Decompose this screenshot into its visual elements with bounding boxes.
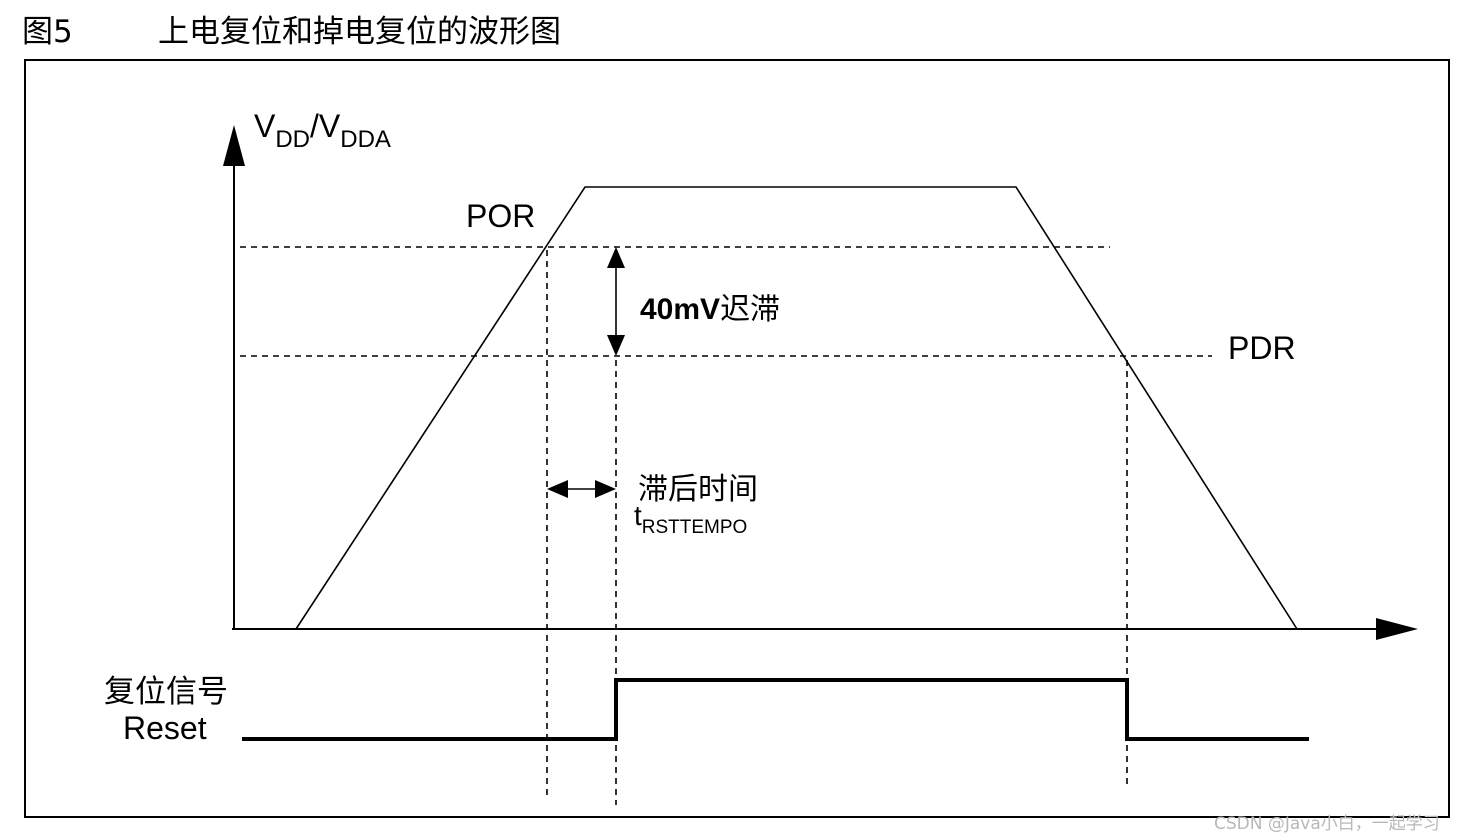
x-axis-arrow [1376, 618, 1418, 640]
hysteresis-text: 迟滞 [720, 292, 781, 327]
por-label: POR [466, 198, 536, 234]
pdr-label: PDR [1228, 330, 1296, 366]
figure-title: 上电复位和掉电复位的波形图 [158, 14, 561, 50]
delay-symbol-sub: RSTTEMPO [641, 517, 748, 538]
delay-arrow-right [595, 480, 616, 498]
hysteresis-arrow-up [607, 247, 625, 268]
y-axis-label: VDD/VDDA [254, 108, 391, 153]
y-axis-label-main: V [254, 108, 276, 144]
hysteresis-value: 40mV [640, 293, 721, 326]
hysteresis-label: 40mV迟滞 [640, 284, 780, 328]
hysteresis-arrow-down [607, 335, 625, 356]
watermark: CSDN @Java小白，一起学习 [1214, 814, 1440, 834]
y-axis-arrow [223, 125, 245, 166]
reset-waveform [242, 678, 1309, 741]
delay-label: 滞后时间 [638, 472, 758, 507]
y-axis-label-sub2: DDA [340, 126, 391, 153]
figure-number: 图5 [22, 14, 73, 50]
delay-symbol-main: t [634, 500, 642, 531]
vdd-waveform [295, 186, 1298, 630]
reset-label-cn: 复位信号 [104, 674, 228, 710]
delay-arrow-left [547, 480, 568, 498]
diagram-frame [24, 59, 1450, 818]
reset-label-en: Reset [123, 710, 207, 746]
y-axis-label-sep: /V [310, 108, 341, 144]
delay-symbol: tRSTTEMPO [634, 500, 747, 538]
y-axis-label-sub1: DD [275, 126, 311, 153]
